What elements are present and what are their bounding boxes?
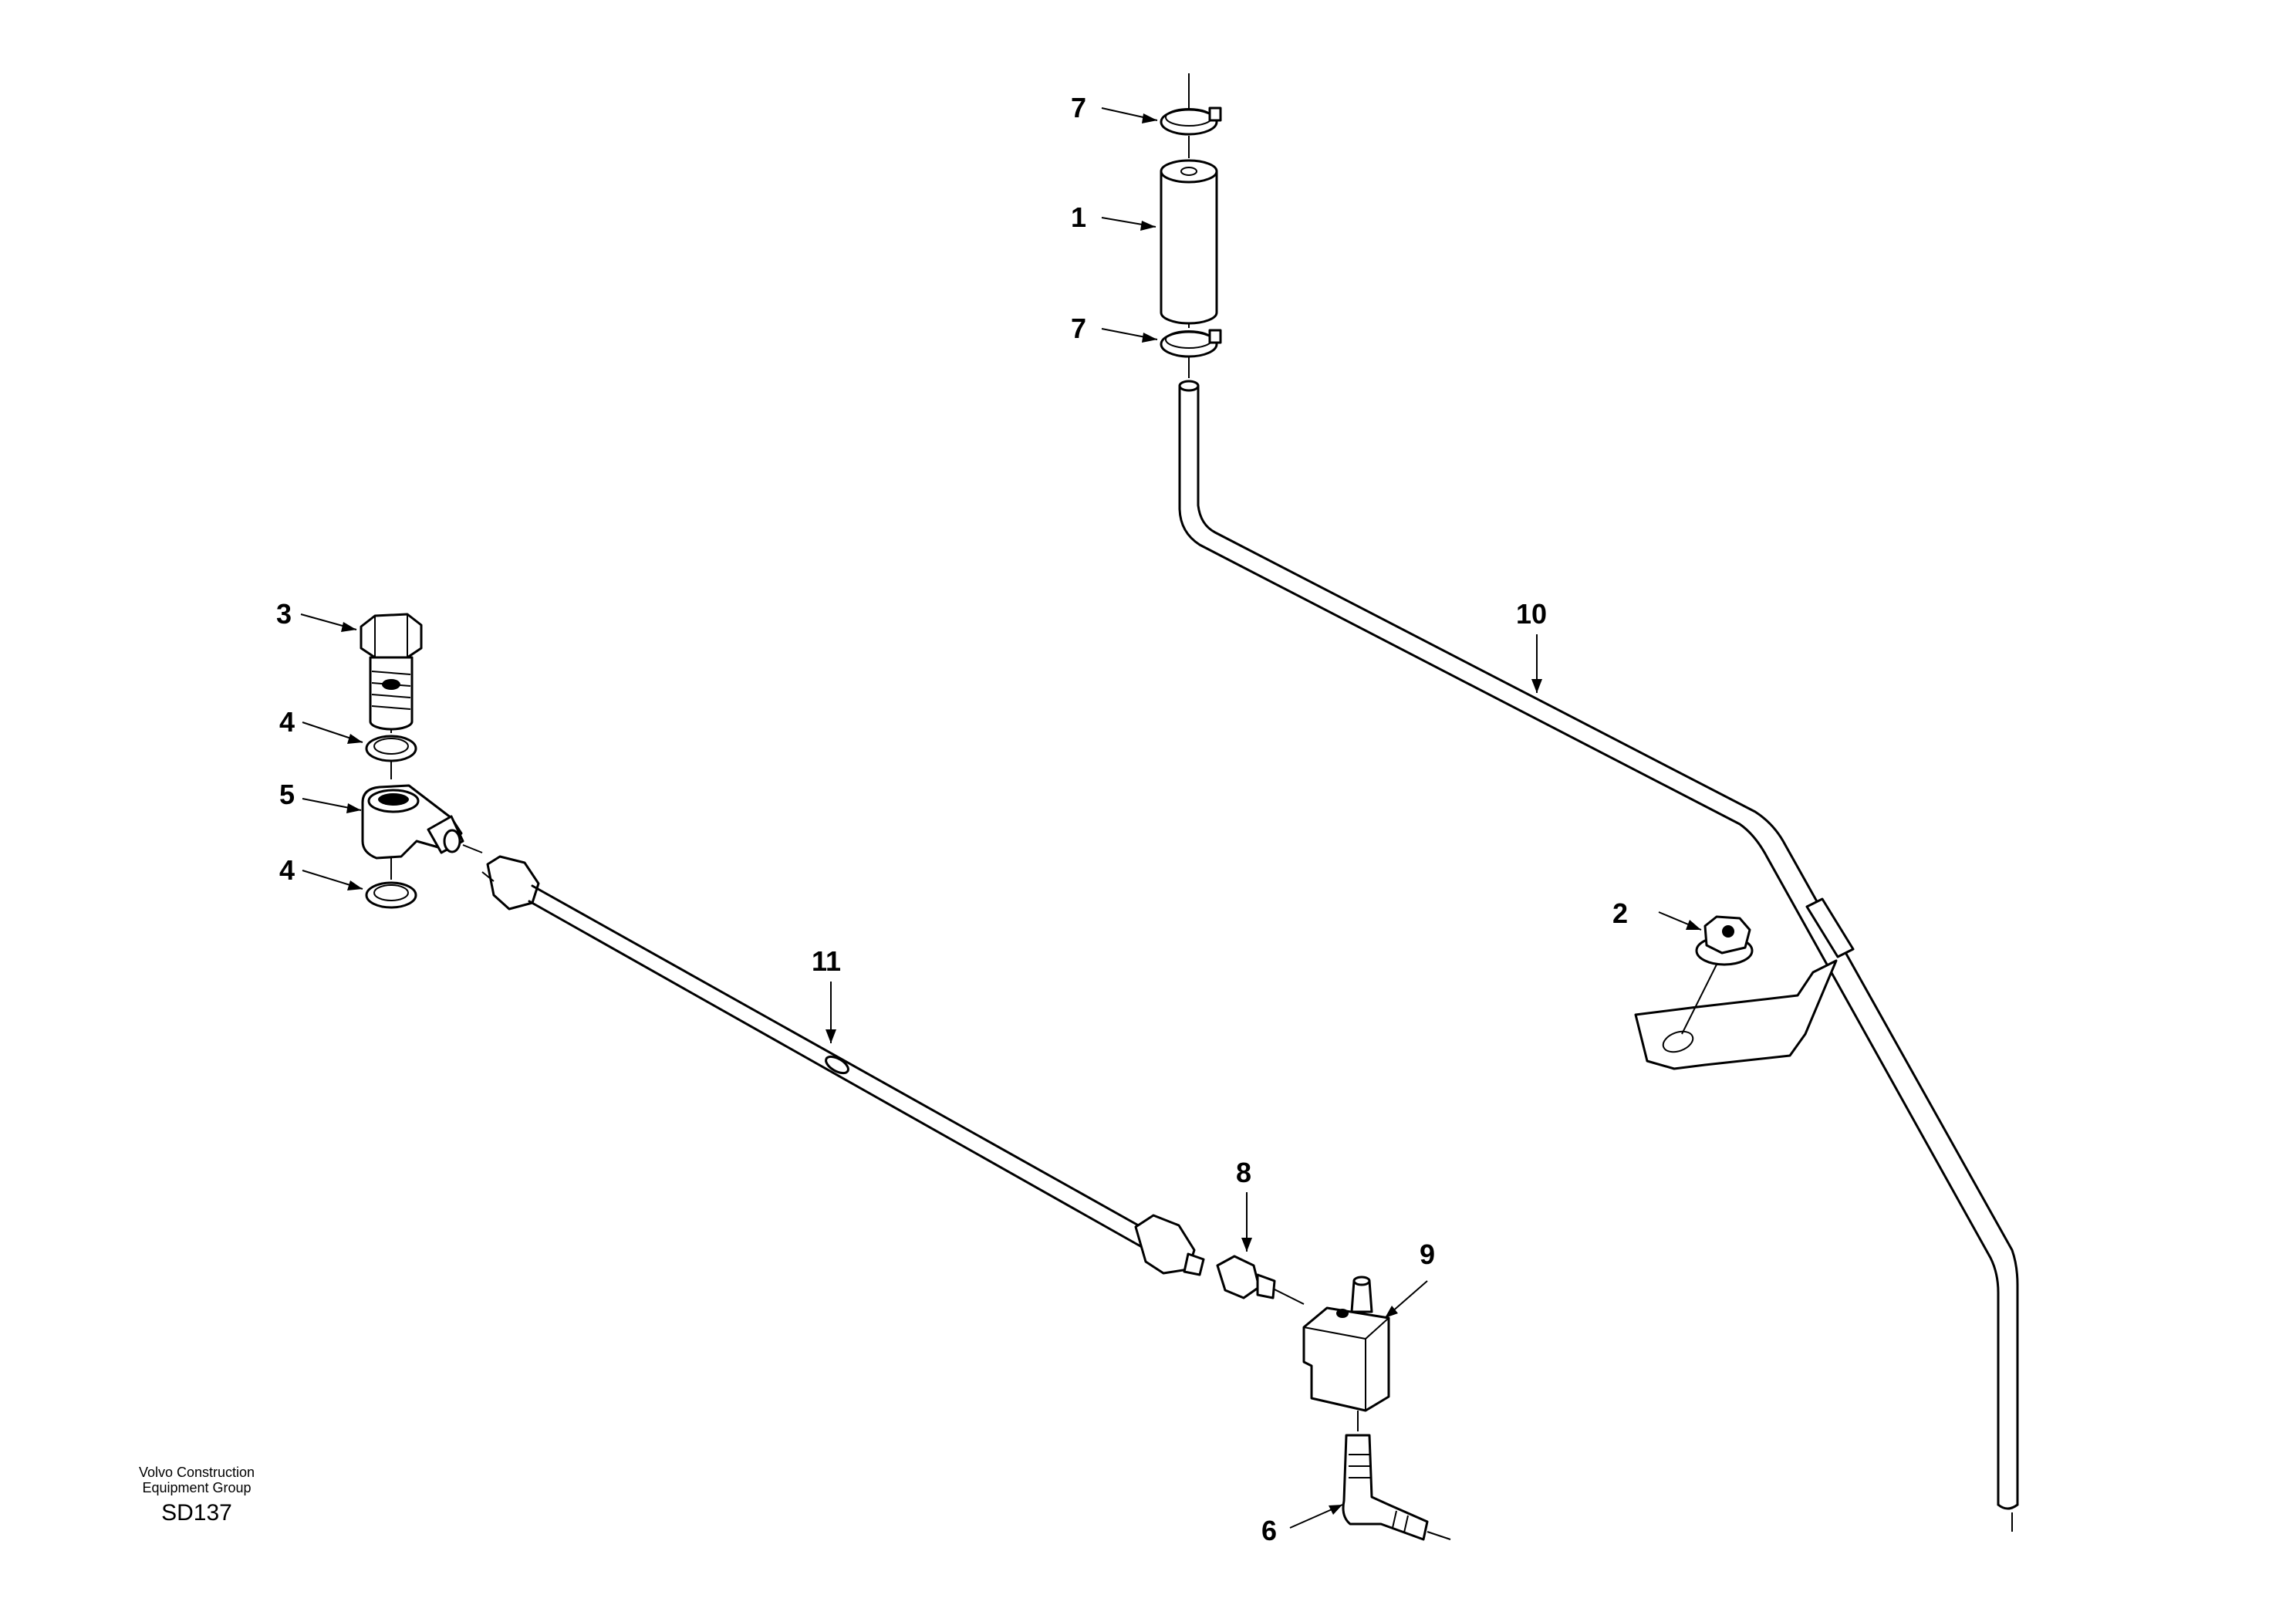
sealing-washer-top	[365, 735, 417, 762]
callout-7-top: 7	[1071, 92, 1086, 123]
callout-7-bottom: 7	[1071, 313, 1086, 344]
pipe-nut-right	[1134, 1214, 1205, 1276]
callout-10: 10	[1516, 598, 1547, 630]
elbow-fitting	[1342, 1434, 1451, 1541]
callout-5: 5	[279, 779, 295, 810]
adapter-fitting	[1216, 1255, 1305, 1305]
pipe-11	[481, 855, 1205, 1276]
pipe-nut-left	[481, 855, 540, 911]
callout-9: 9	[1420, 1238, 1435, 1270]
valve-block	[1302, 1276, 1390, 1412]
company-name-line1: Volvo Construction	[138, 1465, 255, 1480]
callout-6: 6	[1261, 1515, 1277, 1546]
hose-clamp-bottom	[1160, 329, 1222, 358]
callout-11: 11	[812, 945, 841, 977]
footer-block: Volvo Construction Equipment Group SD137	[116, 1465, 278, 1526]
callout-1: 1	[1071, 201, 1086, 233]
diagram-code: SD137	[161, 1500, 232, 1526]
banjo-bolt	[360, 613, 423, 731]
hose	[1160, 159, 1218, 325]
hose-clamp-top	[1160, 106, 1222, 136]
callout-8: 8	[1236, 1157, 1251, 1188]
callout-3: 3	[276, 598, 292, 630]
callout-4-bottom: 4	[279, 854, 295, 886]
banjo-assembly	[360, 613, 483, 909]
company-name-line2: Equipment Group	[142, 1480, 252, 1495]
upper-hose-assembly	[1160, 73, 2019, 1532]
sealing-washer-bottom	[365, 881, 417, 909]
callout-4-top: 4	[279, 706, 295, 738]
callout-2: 2	[1612, 897, 1628, 929]
flange-nut	[1681, 915, 1754, 1035]
leader-lines	[300, 107, 1702, 1529]
banjo-eye	[361, 784, 483, 860]
mounting-bracket	[1634, 959, 1838, 1070]
pipe-10	[1178, 380, 2019, 1532]
